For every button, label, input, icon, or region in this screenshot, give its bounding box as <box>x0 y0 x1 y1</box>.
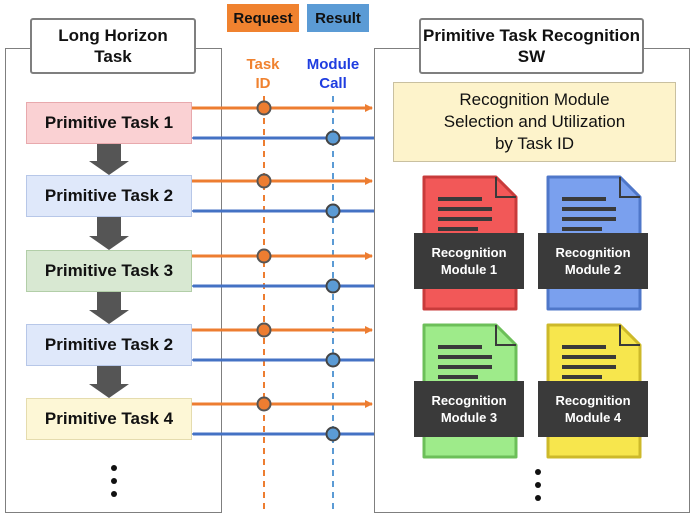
left-ellipsis <box>104 456 124 500</box>
primitive-task-box: Primitive Task 1 <box>26 102 192 144</box>
down-arrow-icon <box>89 217 129 250</box>
primitive-task-box: Primitive Task 4 <box>26 398 192 440</box>
result-header: Result <box>307 4 369 32</box>
module-call-node <box>325 203 341 219</box>
module-call-label: Module Call <box>306 56 360 92</box>
request-header: Request <box>227 4 299 32</box>
recognition-module-3: Recognition Module 3 <box>414 381 524 437</box>
task-id-node <box>256 322 272 338</box>
module-call-node <box>325 426 341 442</box>
recognition-module-2: Recognition Module 2 <box>538 233 648 289</box>
recognition-sw-title: Primitive Task Recognition SW <box>419 18 644 74</box>
long-horizon-task-title: Long Horizon Task <box>30 18 196 74</box>
right-ellipsis <box>528 460 548 504</box>
primitive-task-box: Primitive Task 3 <box>26 250 192 292</box>
down-arrow-icon <box>89 144 129 175</box>
module-call-node <box>325 352 341 368</box>
down-arrow-icon <box>89 366 129 398</box>
task-id-label: Task ID <box>246 56 280 92</box>
module-call-node <box>325 278 341 294</box>
recognition-module-1: Recognition Module 1 <box>414 233 524 289</box>
task-id-node <box>256 100 272 116</box>
primitive-task-box: Primitive Task 2 <box>26 324 192 366</box>
task-id-node <box>256 396 272 412</box>
module-call-node <box>325 130 341 146</box>
primitive-task-box: Primitive Task 2 <box>26 175 192 217</box>
down-arrow-icon <box>89 292 129 324</box>
module-selection-box: Recognition Module Selection and Utiliza… <box>393 82 676 162</box>
task-id-node <box>256 248 272 264</box>
recognition-module-4: Recognition Module 4 <box>538 381 648 437</box>
task-id-node <box>256 173 272 189</box>
